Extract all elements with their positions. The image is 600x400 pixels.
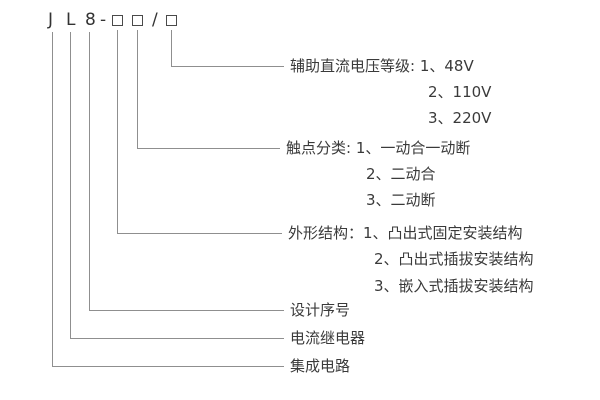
placeholder-box-voltage — [166, 15, 177, 26]
dash-separator: - — [100, 10, 107, 30]
label-contact-type: 触点分类: 1、一动合一动断 — [286, 139, 471, 157]
line-aux-voltage — [171, 30, 284, 67]
label-structure-opt2: 2、凸出式插拔安装结构 — [374, 250, 534, 268]
label-structure: 外形结构：1、凸出式固定安装结构 — [288, 224, 523, 242]
line-contact-type — [137, 30, 280, 149]
label-structure-opt3: 3、嵌入式插拔安装结构 — [374, 277, 534, 295]
label-contact-type-opt3: 3、二动断 — [366, 191, 436, 209]
label-aux-voltage-opt3: 3、220V — [428, 109, 492, 127]
model-char-l: L — [66, 10, 76, 30]
label-current-relay: 电流继电器 — [290, 329, 366, 347]
label-aux-voltage: 辅助直流电压等级: 1、48V — [290, 57, 474, 75]
model-char-8: 8 — [85, 10, 96, 30]
line-integrated-circuit — [52, 32, 284, 367]
line-current-relay — [70, 32, 284, 339]
placeholder-box-contact — [132, 15, 143, 26]
line-design-serial — [89, 32, 284, 311]
label-design-serial: 设计序号 — [290, 301, 351, 319]
line-structure — [117, 30, 282, 234]
label-aux-voltage-opt2: 2、110V — [428, 83, 492, 101]
placeholder-box-structure — [112, 15, 123, 26]
slash-separator: / — [152, 10, 158, 30]
model-char-j: J — [48, 10, 54, 30]
label-contact-type-opt2: 2、二动合 — [366, 165, 436, 183]
label-integrated-circuit: 集成电路 — [290, 357, 351, 375]
